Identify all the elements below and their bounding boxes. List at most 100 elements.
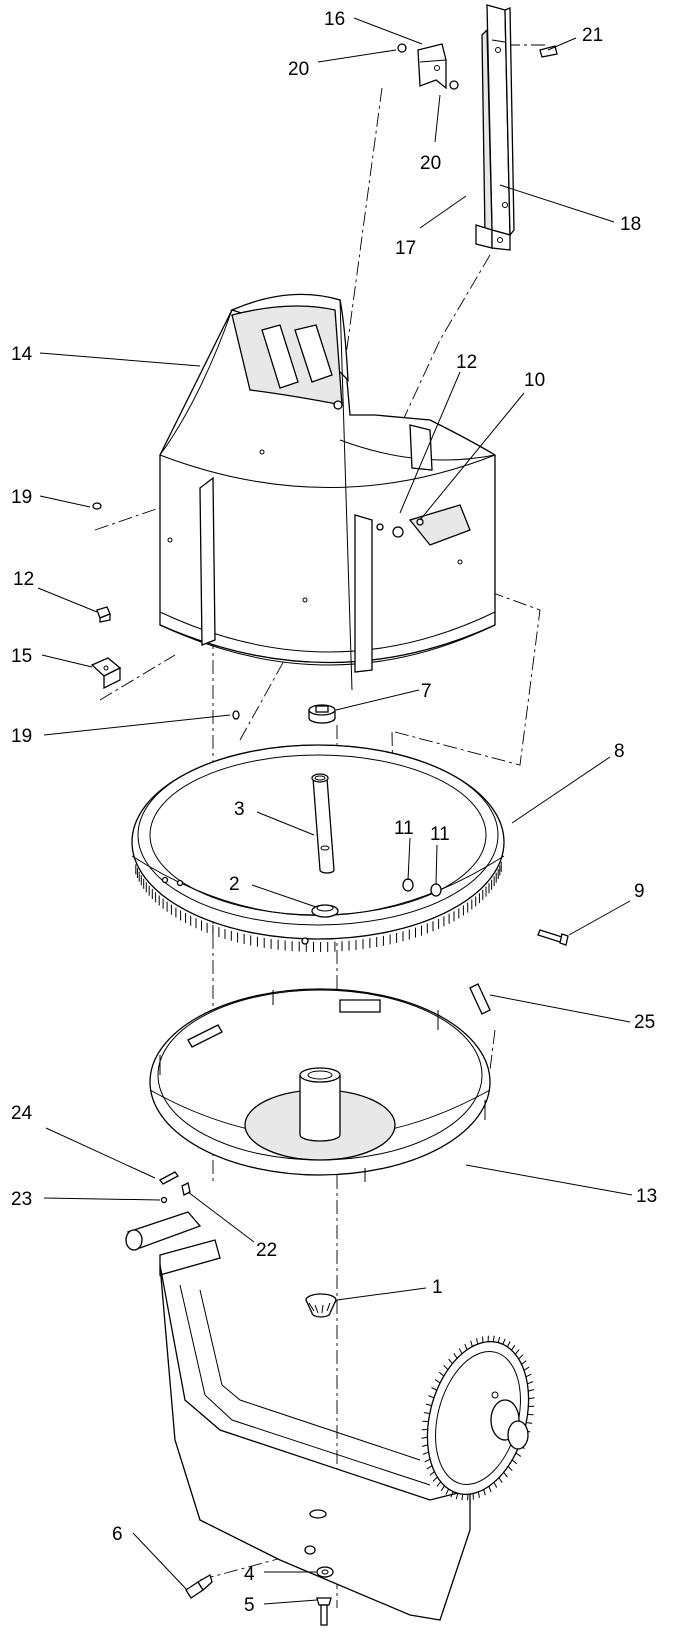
gear-tooth: [511, 1344, 516, 1351]
gear-tooth: [528, 1389, 535, 1392]
gear-tooth: [448, 1358, 453, 1365]
gear-tooth: [453, 1353, 458, 1359]
gear-tooth: [502, 1338, 506, 1345]
callout-5: 5: [244, 1595, 255, 1616]
bearing-2: [311, 904, 339, 918]
callout-8: 8: [614, 741, 625, 762]
screw-19: [92, 502, 240, 720]
gear-tooth: [483, 1489, 486, 1496]
gear-tooth: [436, 1481, 442, 1487]
gear-tooth: [493, 1482, 498, 1488]
gear-tooth: [470, 1340, 473, 1347]
pin-24: [159, 1171, 179, 1185]
callout-3: 3: [234, 799, 245, 820]
gear-tooth: [461, 1494, 464, 1501]
callout-16: 16: [324, 9, 345, 30]
gear-tooth: [421, 1436, 428, 1439]
shaft-3: [311, 773, 335, 874]
gear-tooth: [488, 1486, 492, 1493]
gear-tooth: [434, 1379, 441, 1384]
callout-19-lower: 19: [11, 726, 32, 747]
gear-tooth: [497, 1336, 501, 1343]
callout-14: 14: [11, 344, 33, 365]
callout-1: 1: [432, 1277, 443, 1298]
gear-tooth: [443, 1364, 449, 1370]
gear-tooth: [424, 1458, 431, 1463]
callout-25: 25: [634, 1012, 655, 1033]
gear-tooth: [445, 1488, 450, 1495]
gear-tooth: [438, 1371, 445, 1377]
washer-4: [316, 1566, 334, 1578]
gear-tooth: [429, 1471, 435, 1476]
callout-2: 2: [229, 874, 240, 895]
bolt-5: [316, 1597, 332, 1626]
clip-15: [90, 657, 122, 690]
gear-tooth: [527, 1381, 534, 1385]
gear-tooth: [514, 1349, 520, 1355]
gear-teeth: [135, 861, 502, 952]
gear-tooth: [428, 1395, 435, 1399]
callout-15: 15: [11, 646, 32, 667]
gear-tooth: [455, 1493, 459, 1500]
pin-23: [160, 1196, 168, 1204]
callout-20-left: 20: [288, 59, 309, 80]
gear-tooth: [503, 1471, 508, 1478]
nut-12: [96, 606, 111, 623]
bevel-gear-1: [305, 1293, 337, 1318]
bushing-7: [308, 704, 336, 724]
gear-tooth: [518, 1354, 524, 1360]
callout-12-upper: 12: [456, 352, 477, 373]
gear-tooth: [526, 1422, 533, 1424]
gear-tooth: [440, 1485, 445, 1492]
gear-tooth: [450, 1491, 454, 1498]
gear-tooth: [426, 1465, 433, 1470]
callout-23: 23: [11, 1189, 32, 1210]
bolt-9: [537, 929, 569, 946]
drive-frame: [125, 1211, 535, 1621]
gear-tooth: [431, 1387, 438, 1391]
gear-tooth: [421, 1444, 428, 1447]
callout-21: 21: [582, 25, 603, 46]
callout-18: 18: [620, 214, 641, 235]
gear-tooth: [515, 1452, 522, 1457]
gear-tooth: [525, 1373, 532, 1378]
gear-tooth: [492, 1335, 495, 1342]
callout-11-right: 11: [430, 824, 450, 845]
callout-19-upper: 19: [11, 487, 32, 508]
gear-tooth: [507, 1466, 513, 1472]
gear-tooth: [506, 1341, 511, 1348]
gear-tooth: [476, 1338, 479, 1345]
base-plate-13: [149, 988, 491, 1182]
mast-bracket-18: [475, 4, 515, 251]
drive-gear-teeth: [421, 1335, 535, 1501]
bolt-6: [185, 1574, 213, 1599]
callout-7: 7: [421, 681, 432, 702]
gear-tooth: [422, 1451, 429, 1455]
gear-tooth: [498, 1477, 503, 1483]
callout-9: 9: [634, 881, 645, 902]
callout-12-lower: 12: [13, 569, 34, 590]
gear-tooth: [528, 1397, 535, 1400]
gear-tooth: [523, 1366, 530, 1371]
callout-17: 17: [395, 238, 416, 259]
bracket-16: [397, 43, 558, 90]
callout-10: 10: [524, 370, 545, 391]
gear-tooth: [423, 1412, 430, 1414]
gear-tooth: [521, 1360, 527, 1365]
callout-4: 4: [244, 1564, 255, 1585]
callout-13: 13: [636, 1186, 657, 1207]
pin-25: [469, 983, 491, 1015]
callout-labels: 16 20 20 21 17 18 14 12 10 19 12 15 19 7…: [11, 9, 657, 1616]
hopper-cowl-14: [159, 293, 496, 691]
callout-24: 24: [11, 1103, 33, 1124]
gear-tooth: [464, 1343, 468, 1350]
callout-6: 6: [112, 1524, 123, 1545]
gear-tooth: [432, 1476, 438, 1482]
gear-tooth: [477, 1491, 480, 1498]
gear-tooth: [511, 1459, 518, 1465]
gear-tooth: [425, 1403, 432, 1407]
callout-11-left: 11: [394, 818, 414, 839]
callout-20-lower: 20: [420, 153, 441, 174]
callout-22: 22: [256, 1240, 277, 1261]
